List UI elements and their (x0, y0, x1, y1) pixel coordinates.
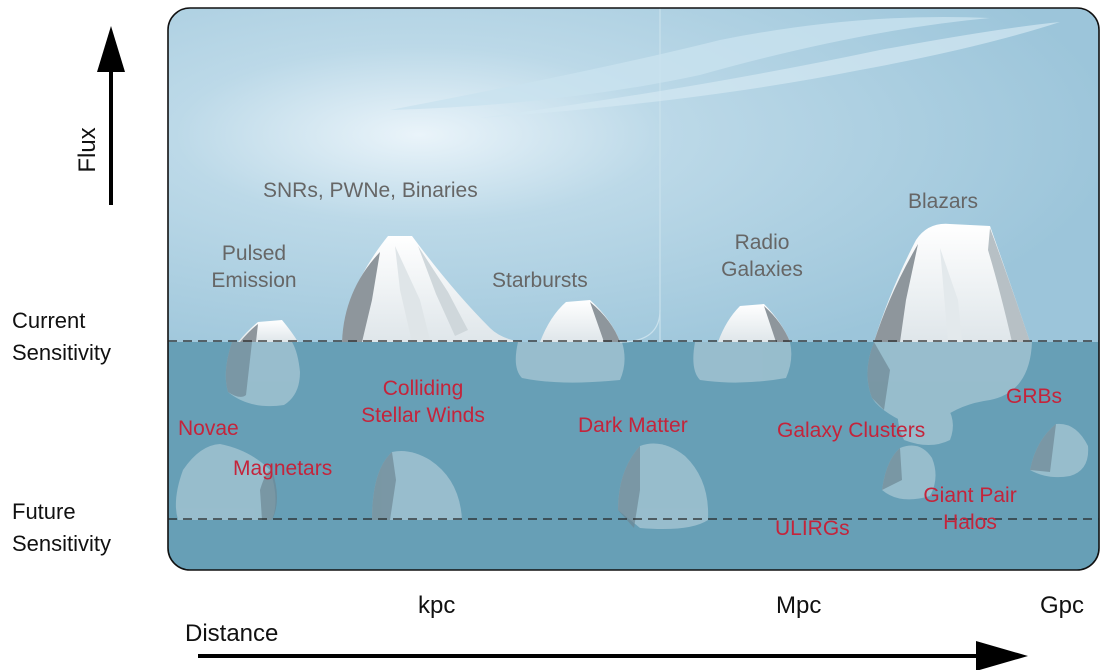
iceberg-blazars (874, 223, 1030, 342)
label-grbs: GRBs (1006, 385, 1063, 408)
sky-streak (480, 22, 1060, 118)
label-novae: Novae (178, 417, 239, 440)
distance-label: Distance (185, 620, 279, 647)
underwater-icebergs (175, 342, 1089, 529)
label-snrs: SNRs, PWNe, Binaries (263, 179, 478, 202)
label-starbursts: Starbursts (492, 269, 588, 292)
label-colliding-stellar-winds: Colliding Stellar Winds (361, 377, 485, 428)
tick-mpc: Mpc (776, 592, 822, 619)
label-ulirgs: ULIRGs (775, 517, 850, 540)
flux-label: Flux (74, 127, 101, 173)
label-giant-pair-halos: Giant Pair Halos (923, 484, 1017, 535)
iceberg-starbursts (540, 300, 620, 342)
flux-arrow (97, 26, 125, 205)
tick-kpc: kpc (418, 592, 456, 619)
iceberg-radio-galaxies (718, 304, 790, 342)
iceberg-snrs (342, 236, 520, 342)
label-blazars: Blazars (908, 190, 979, 213)
underwater-shadows (225, 342, 1056, 528)
distance-arrow (198, 641, 1028, 670)
future-sensitivity-label: Future Sensitivity (12, 499, 112, 556)
label-galaxy-clusters: Galaxy Clusters (777, 419, 926, 442)
diagram-frame (167, 7, 1100, 571)
tick-gpc: Gpc (1040, 592, 1085, 619)
label-radio-galaxies: Radio Galaxies (721, 231, 803, 282)
current-sensitivity-label: Current Sensitivity (12, 308, 112, 365)
label-dark-matter: Dark Matter (578, 414, 688, 437)
label-magnetars: Magnetars (233, 457, 333, 480)
sky-streak (390, 16, 990, 110)
iceberg-pulsed (238, 320, 298, 342)
label-pulsed-emission: Pulsed Emission (211, 242, 297, 293)
